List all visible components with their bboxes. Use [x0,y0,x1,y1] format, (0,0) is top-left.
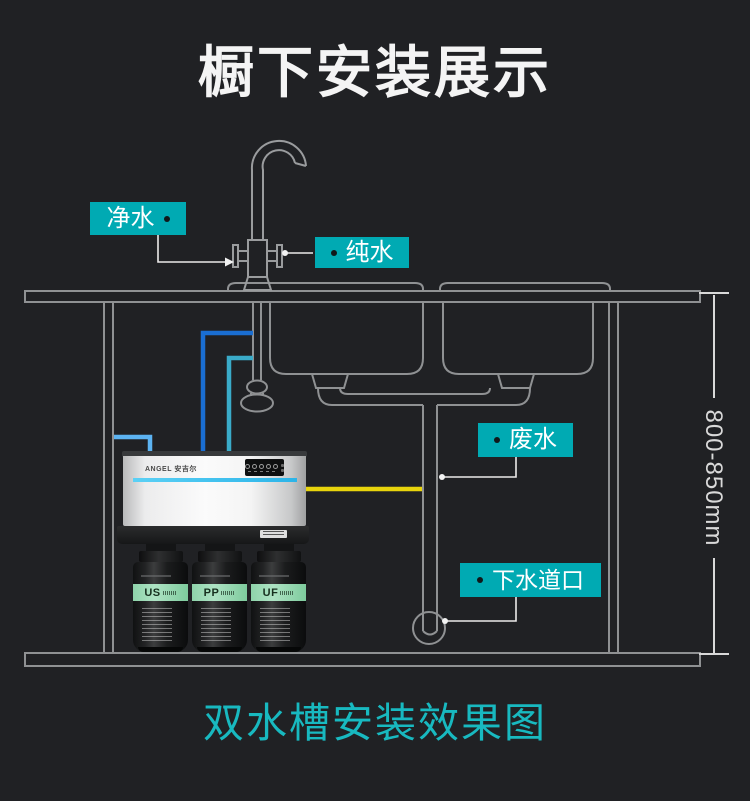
filter-code: US [144,586,161,599]
bullet-dot [330,249,337,256]
right-handle [276,244,283,268]
filter-topline [200,575,230,577]
panel-buttons [281,463,284,472]
faucet-gooseneck [250,140,307,240]
supply-tubes [252,302,262,380]
label-text: 废水 [509,426,557,453]
left-legs [103,302,114,653]
tubing [114,330,422,492]
base-sticker [260,530,287,538]
faucet-base [242,276,273,291]
height-dimension [699,292,729,655]
indicator-cluster [245,463,278,472]
cabinet-frame [24,290,701,667]
filter-spec-text [201,608,231,644]
label-text: 净水 [106,204,155,232]
left-sink-basin [269,302,424,375]
sewer-opening [412,611,446,645]
faucet-body [247,239,268,278]
leader-purified [157,235,225,263]
filter-topline [141,575,171,577]
filter-spec-text [142,608,172,644]
filter-cartridge-pp: PP [192,544,247,652]
left-handle [232,244,239,268]
purifier-base [117,526,309,544]
filter-cartridge-uf: UF [251,544,306,652]
filter-body: PP [192,562,247,652]
bullet-dot [163,215,170,222]
bottom-shelf [24,652,701,667]
height-dimension-text: 800-850mm [700,409,727,547]
filter-code: PP [203,586,220,599]
right-sink-basin [442,302,594,375]
right-sink-rim [439,282,611,291]
leader-lines [157,235,517,622]
control-panel [245,459,284,476]
drain-drop-pipe [422,405,438,636]
filter-code: UF [262,586,279,599]
right-handle-stem [267,250,277,262]
filter-topline [259,575,289,577]
drain-pipe-lower [317,387,531,406]
right-legs [608,302,619,653]
left-handle-stem [238,250,248,262]
filter-bottom-cap [197,647,242,652]
left-drain-cup [311,373,349,389]
filter-shoulder [138,551,183,562]
filter-band: UF [251,584,306,601]
arrow-purified [225,257,234,267]
leader-waste [444,457,517,478]
supply-valve [240,302,274,413]
filter-bottom-cap [256,647,301,652]
label-purified-water: 净水 [90,202,186,235]
filter-band: PP [192,584,247,601]
filter-band: US [133,584,188,601]
valve-upper [246,379,268,395]
drain-pipe-upper [339,387,491,395]
purifier-body: ANGEL 安吉尔 [123,456,306,526]
filter-subtext [221,590,236,595]
filter-shoulder [197,551,242,562]
valve-lower [240,393,274,413]
bullet-dot [477,577,483,583]
filter-subtext [280,590,295,595]
brand-logo: ANGEL 安吉尔 [145,466,197,473]
dimension-line [699,292,729,655]
label-sewer-outlet: 下水道口 [460,563,601,597]
label-text: 下水道口 [492,566,584,593]
feed-water-tube [114,434,153,452]
dot-pure [282,250,288,256]
filter-spec-text [260,608,290,644]
filter-neck [145,544,176,551]
filter-body: UF [251,562,306,652]
filter-cartridge-us: US [133,544,188,652]
accent-stripe [133,478,297,482]
dot-waste [439,474,445,480]
faucet [232,140,307,291]
left-sink-rim [227,282,424,291]
label-pure-water: 纯水 [315,237,409,268]
pure-water-tube [226,355,253,452]
purifier-top-edge [122,451,307,457]
indicator-marks [248,470,275,472]
leader-sewer [447,597,517,622]
filter-bottom-cap [138,647,183,652]
filter-neck [204,544,235,551]
label-text: 纯水 [345,238,394,266]
dot-sewer [442,618,448,624]
indicator-lights [245,463,278,469]
leader-markers [225,250,448,624]
double-sink [227,282,611,645]
filter-neck [263,544,294,551]
bullet-dot [494,437,500,443]
page-caption: 双水槽安装效果图 [203,700,547,746]
filter-subtext [162,590,177,595]
purified-water-tube [200,330,253,452]
label-waste-water: 废水 [478,423,573,457]
right-drain-cup [497,373,535,389]
page-title: 橱下安装展示 [198,41,552,104]
filter-shoulder [256,551,301,562]
countertop [24,290,701,303]
filter-body: US [133,562,188,652]
